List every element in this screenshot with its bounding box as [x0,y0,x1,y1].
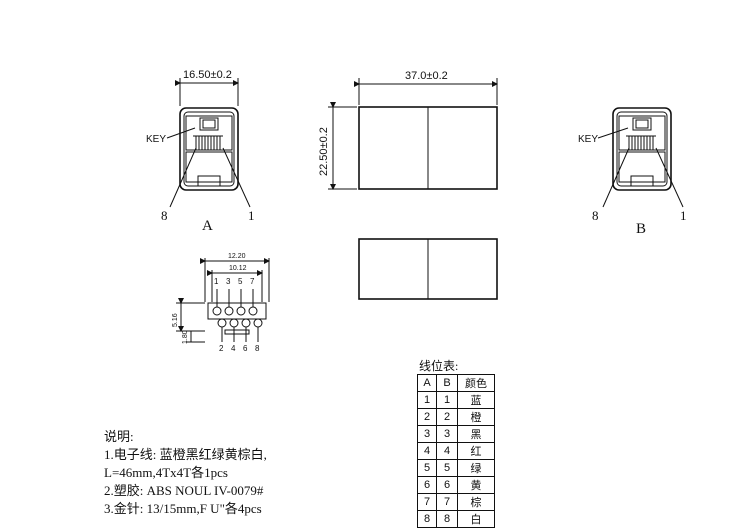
bottom-view [358,238,498,300]
wire-table-title: 线位表: [419,359,459,373]
bottom-pin-6 [241,318,251,342]
side-view-height-dim: 22.50±0.2 [318,127,330,176]
top-pin-5 [236,289,246,316]
cell-b: 5 [436,459,458,477]
view-a-body [179,107,239,191]
cell-b: 7 [436,493,458,511]
notes-heading: 说明: [104,429,134,444]
cell-b: 3 [436,425,458,443]
cell-color: 绿 [457,459,495,477]
cell-b: 8 [436,510,458,528]
wire-table-header: A B 颜色 [417,374,495,392]
cell-color: 橙 [457,408,495,426]
table-row: 4 4 红 [417,442,495,460]
pinout-detail: 12.20 10.12 1 3 5 7 [172,253,270,353]
wire-table-header-color: 颜色 [457,374,495,392]
view-b-pin-8: 8 [592,208,599,223]
pinout-vertical-dim-2: 1.80 [182,330,189,344]
wire-table-header-b: B [436,374,458,392]
top-pin-label-5: 5 [238,277,243,286]
cell-b: 6 [436,476,458,494]
notes-line-1: 1.电子线: 蓝橙黑红绿黄棕白, [104,447,267,462]
cell-a: 8 [417,510,437,528]
cell-a: 7 [417,493,437,511]
bottom-pin-8 [253,318,263,342]
view-a-pin-1: 1 [248,208,255,223]
view-b-key-label: KEY [578,134,598,145]
view-a: 16.50±0.2 KEY 8 1 A [146,69,255,234]
table-row: 5 5 绿 [417,459,495,477]
cell-color: 黄 [457,476,495,494]
top-pin-3 [224,289,234,316]
side-view: 37.0±0.2 22.50±0.2 [318,70,498,190]
notes-line-3: 2.塑胶: ABS NOUL IV-0079# [104,483,264,498]
wire-table: A B 颜色 1 1 蓝 2 2 橙 3 3 黑 4 4 红 5 5 绿 6 6… [417,374,495,528]
cell-b: 1 [436,391,458,409]
top-pin-label-7: 7 [250,277,255,286]
view-b-body [612,107,672,191]
cell-a: 6 [417,476,437,494]
bottom-pin-2 [217,318,227,342]
table-row: 1 1 蓝 [417,391,495,409]
pinout-outer-dim: 12.20 [228,253,246,260]
notes-line-2: L=46mm,4Tx4T各1pcs [104,465,228,480]
pinout-inner-dim: 10.12 [229,265,247,272]
bottom-pin-label-6: 6 [243,344,248,353]
view-a-width-dim: 16.50±0.2 [183,69,232,81]
cell-color: 白 [457,510,495,528]
cell-color: 黑 [457,425,495,443]
cell-a: 3 [417,425,437,443]
view-a-pin-8: 8 [161,208,168,223]
table-row: 3 3 黑 [417,425,495,443]
bottom-pin-4 [229,318,239,342]
table-row: 6 6 黄 [417,476,495,494]
side-view-length-dim: 37.0±0.2 [405,70,448,82]
top-pin-1 [212,289,222,316]
notes-line-4: 3.金针: 13/15mm,F U"各4pcs [104,501,262,516]
bottom-pin-label-4: 4 [231,344,236,353]
cell-color: 红 [457,442,495,460]
cell-b: 2 [436,408,458,426]
view-b-contacts [626,135,656,150]
wire-table-header-a: A [417,374,437,392]
table-row: 2 2 橙 [417,408,495,426]
bottom-pin-label-8: 8 [255,344,260,353]
view-a-label: A [202,218,213,234]
cell-color: 蓝 [457,391,495,409]
view-b-label: B [636,221,646,237]
top-pin-label-3: 3 [226,277,231,286]
table-row: 7 7 棕 [417,493,495,511]
view-b-pin-1: 1 [680,208,687,223]
cell-a: 4 [417,442,437,460]
cell-a: 2 [417,408,437,426]
cell-color: 棕 [457,493,495,511]
pinout-vertical-dim-1: 5.16 [172,313,179,327]
bottom-pin-label-2: 2 [219,344,224,353]
view-a-contacts [193,135,223,150]
top-pin-label-1: 1 [214,277,219,286]
cell-a: 5 [417,459,437,477]
notes-block: 说明: 1.电子线: 蓝橙黑红绿黄棕白, L=46mm,4Tx4T各1pcs 2… [104,428,267,518]
cell-b: 4 [436,442,458,460]
top-pin-7 [248,289,258,316]
cell-a: 1 [417,391,437,409]
table-row: 8 8 白 [417,510,495,528]
view-b: KEY 8 1 B [578,107,687,237]
view-a-key-label: KEY [146,134,166,145]
